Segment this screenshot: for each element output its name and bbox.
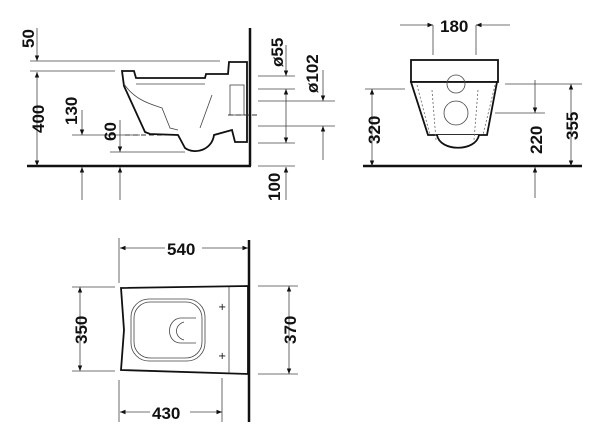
- fixing-point-icon: +: [218, 302, 226, 313]
- dim-seat-gap: 50: [19, 29, 38, 48]
- dim-wall-width: 370: [281, 316, 300, 344]
- dim-inlet-height: 355: [563, 112, 582, 140]
- bowl-opening: [130, 298, 206, 362]
- front-view: 180 320 220 355: [363, 17, 582, 198]
- side-view: 50 400 130 60 ø55 ø102 100: [19, 28, 335, 201]
- toilet-front-rim: [410, 59, 499, 83]
- dim-fixing-height: 320: [365, 116, 384, 144]
- dim-seat-height: 400: [29, 105, 48, 133]
- fixing-point-icon: +: [218, 351, 226, 362]
- dim-fixing-spacing: 180: [440, 17, 468, 36]
- toilet-side-profile: [120, 61, 248, 152]
- dim-outlet-offset: 60: [101, 122, 120, 141]
- dim-length: 540: [167, 240, 195, 259]
- top-view: + + 540 350 370 430: [72, 238, 300, 423]
- dim-outlet-height-front: 220: [527, 126, 546, 154]
- toilet-top-outline: [120, 285, 249, 375]
- toilet-front-body: [409, 81, 499, 136]
- dim-inlet-diameter: ø55: [268, 38, 287, 67]
- dim-floor-offset: 100: [265, 173, 284, 201]
- dim-bowl-width: 350: [72, 316, 91, 344]
- dim-bowl-length: 430: [152, 404, 180, 423]
- dim-outlet-diameter: ø102: [303, 54, 322, 93]
- dim-outlet-height: 130: [62, 97, 81, 125]
